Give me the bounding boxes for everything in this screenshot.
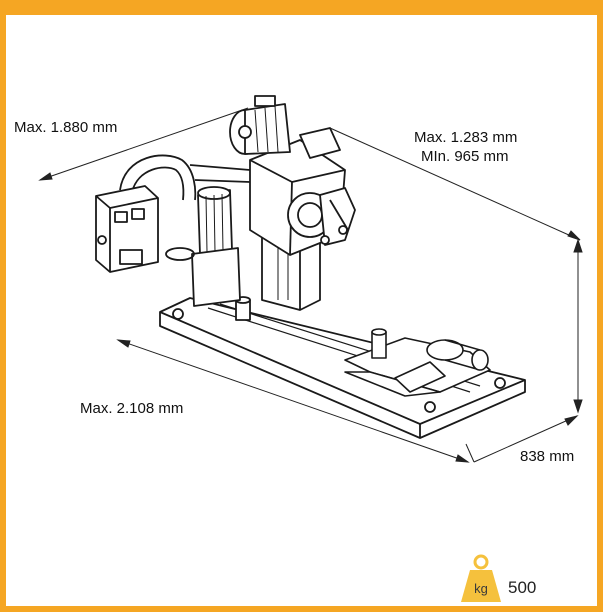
length-dimension-label: Max. 2.108 mm — [80, 400, 184, 417]
weight-value: 500 — [508, 578, 537, 597]
arrow-head — [455, 454, 470, 463]
vertical-motor — [165, 186, 241, 307]
dimension-lines — [38, 107, 583, 463]
arrow-head — [573, 238, 583, 253]
arrow-head — [567, 230, 581, 241]
base-frame — [159, 296, 526, 439]
extension-line — [465, 443, 475, 463]
arrow-head — [573, 399, 583, 414]
arrow-head — [564, 415, 579, 426]
width-dimension-line — [473, 415, 578, 463]
control-box — [95, 185, 159, 273]
tank — [191, 247, 241, 307]
top-motor — [229, 95, 291, 155]
arrow-head — [116, 339, 131, 348]
length-dimension-line — [117, 339, 469, 463]
width-dimension-label: 838 mm — [520, 448, 575, 465]
height-dimension-line — [39, 107, 249, 181]
height-dimension-label: Max. 1.880 mm — [14, 119, 118, 136]
machine-head — [249, 127, 356, 256]
depth-min-label: MIn. 965 mm — [421, 148, 509, 165]
depth-max-label: Max. 1.283 mm — [414, 129, 518, 146]
depth-dimension-line — [329, 127, 581, 241]
arrow-head — [38, 172, 53, 181]
clamp-sled — [344, 328, 491, 397]
hose-arm — [119, 154, 251, 201]
